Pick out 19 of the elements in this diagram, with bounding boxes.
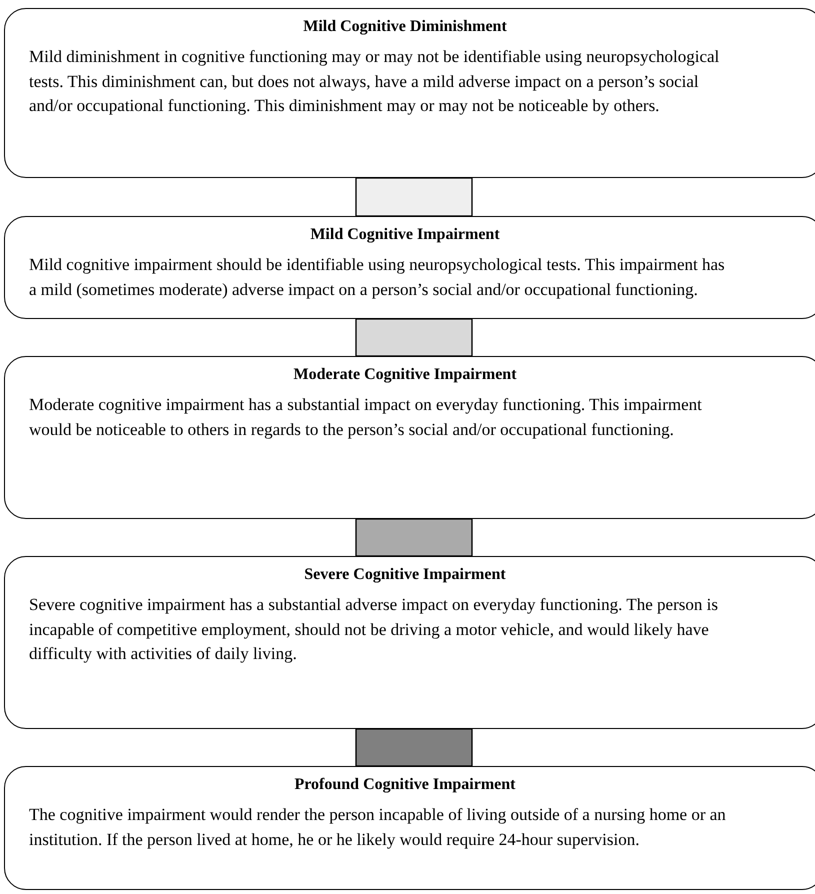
stage-description: The cognitive impairment would render the person incapable of living outside of a nursing home or an institution. If the person lived at home, he or he likely would require 24-hour supervision. bbox=[29, 804, 727, 851]
stage-title: Profound Cognitive Impairment bbox=[294, 775, 517, 795]
stage-title: Severe Cognitive Impairment bbox=[304, 565, 507, 585]
stage-title: Mild Cognitive Diminishment bbox=[303, 17, 508, 37]
stage-description: Mild cognitive impairment should be identifiable using neuropsychological tests. This impairment has a mild (sometimes moderate) adverse impact on a person’s social and/or occupational functioning. bbox=[29, 254, 726, 301]
stage-description: Mild diminishment in cognitive functioning may or may not be identifiable using neuropsychological tests. This diminishment can, but does not always, have a mild adverse impact on a person’s social and/or occupational functioning. This diminishment may or may not be noticeable by others. bbox=[29, 46, 720, 117]
stage-description: Moderate cognitive impairment has a substantial impact on everyday functioning. This impairment would be noticeable to others in regards to the person’s social and/or occupational functioning. bbox=[29, 394, 703, 441]
connector-bar bbox=[355, 177, 473, 217]
stage-title: Mild Cognitive Impairment bbox=[310, 225, 501, 245]
connector-bar bbox=[355, 518, 473, 557]
connector-bar bbox=[355, 318, 473, 357]
connector-bar bbox=[355, 728, 473, 767]
stage-box bbox=[4, 356, 815, 519]
stage-box bbox=[4, 766, 815, 890]
stage-box bbox=[4, 216, 815, 319]
stage-box bbox=[4, 8, 815, 178]
stage-title: Moderate Cognitive Impairment bbox=[293, 365, 518, 385]
stage-box bbox=[4, 556, 815, 729]
stage-description: Severe cognitive impairment has a substantial adverse impact on everyday functioning. The person is incapable of competitive employment, should not be driving a motor vehicle, and would likely have difficulty with activities of daily living. bbox=[29, 594, 719, 665]
